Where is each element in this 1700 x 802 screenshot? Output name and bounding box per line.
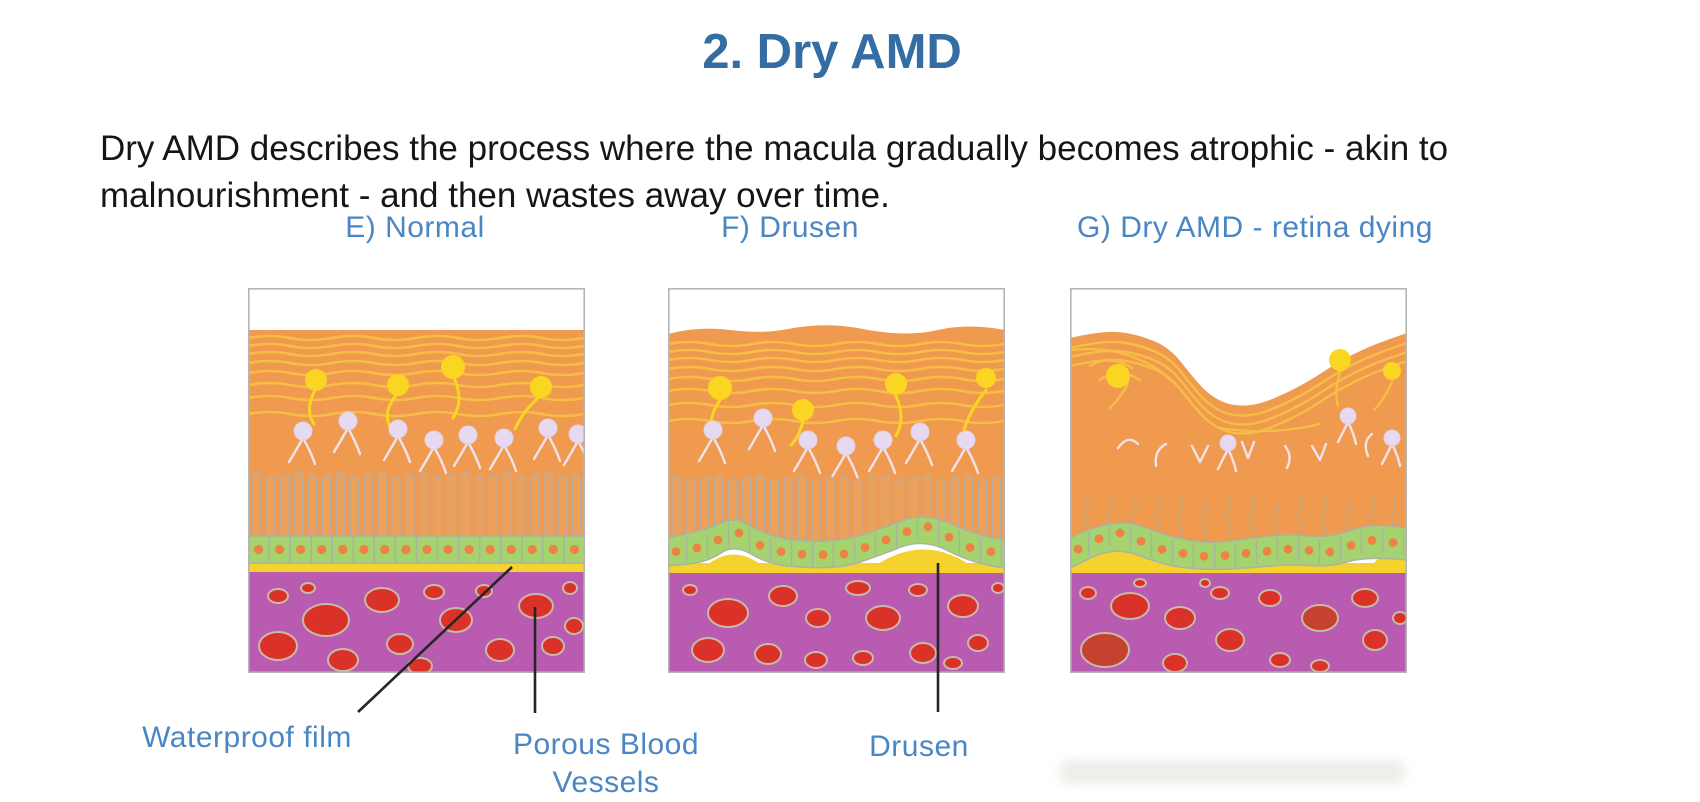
panel-illustration-dry-amd (1070, 288, 1407, 673)
panel-illustration-drusen (668, 288, 1005, 673)
intro-line-2: malnourishment - and then wastes away ov… (100, 176, 890, 215)
annotation-waterproof-film: Waterproof film (142, 721, 352, 754)
figure-label-dry-amd: G) Dry AMD - retina dying (1077, 211, 1433, 244)
next-figure-edge (1060, 760, 1405, 784)
annotation-porous-blood-vessels: Porous Blood Vessels (512, 728, 700, 799)
intro-line-1: Dry AMD describes the process where the … (100, 129, 1449, 168)
panel-illustration-normal (248, 288, 585, 673)
figure-label-drusen: F) Drusen (721, 211, 859, 244)
figure-label-normal: E) Normal (345, 211, 485, 244)
intro-paragraph: Dry AMD describes the process where the … (100, 125, 1560, 219)
page-title: 2. Dry AMD (702, 25, 962, 79)
annotation-drusen: Drusen (869, 730, 969, 763)
